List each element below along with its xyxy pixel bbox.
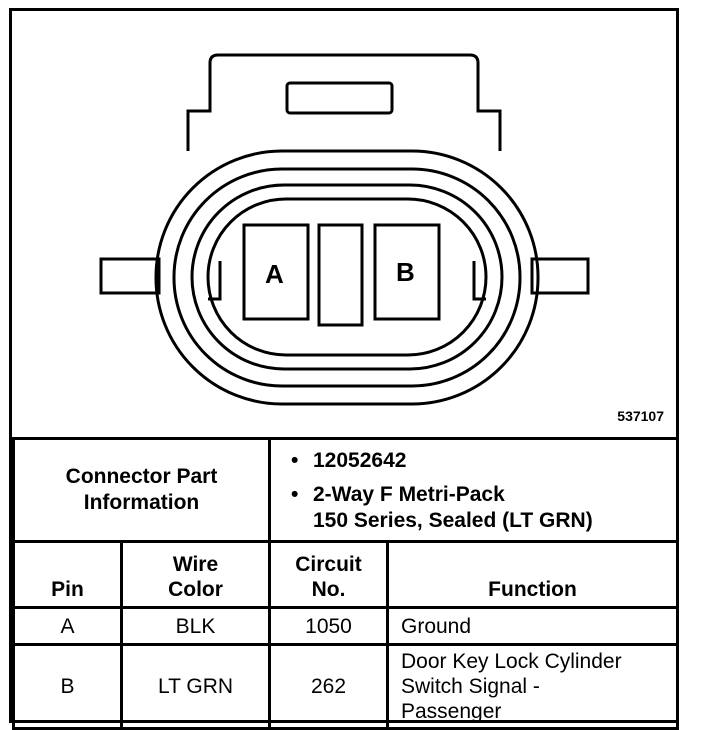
tab-slot — [285, 81, 394, 115]
connector-drawing: A B 537107 — [12, 11, 676, 437]
row-a-pin: A — [12, 606, 123, 646]
table-row: B LT GRN 262 Door Key Lock Cylinder Swit… — [12, 643, 679, 730]
header-pin-text: Pin — [51, 578, 84, 601]
left-latch — [208, 261, 222, 301]
part-info-label-line2: Information — [83, 491, 200, 514]
connector-pinout-table: Connector Part Information • 12052642 • … — [12, 437, 679, 730]
connector-face-view: A B — [99, 53, 590, 406]
part-info-row: Connector Part Information • 12052642 • … — [12, 437, 679, 543]
part-description-item: • 2-Way F Metri-Pack 150 Series, Sealed … — [291, 482, 676, 534]
part-description-line2: 150 Series, Sealed (LT GRN) — [313, 509, 593, 532]
table-row: A BLK 1050 Ground — [12, 606, 679, 646]
row-a-wire-color: BLK — [120, 606, 271, 646]
part-description-line1: 2-Way F Metri-Pack — [313, 483, 505, 506]
pin-label-a: A — [265, 259, 284, 289]
center-key — [317, 223, 364, 327]
housing-inner — [206, 197, 488, 357]
bullet-icon: • — [291, 449, 299, 472]
header-wire-color-line2: Color — [168, 578, 223, 601]
housing-ring-2 — [172, 167, 522, 388]
row-b-function-line1: Door Key Lock Cylinder — [401, 650, 622, 673]
part-info-label-line1: Connector Part — [65, 465, 218, 488]
header-function-text: Function — [488, 578, 577, 601]
header-row: Pin Wire Color Circuit No. Function — [12, 540, 679, 609]
connector-sheet: A B 537107 Connector Part Information • … — [9, 8, 679, 730]
housing-outer — [154, 149, 540, 406]
row-a-function-line1: Ground — [401, 614, 472, 638]
header-circuit-line2: No. — [311, 578, 346, 601]
left-ear — [99, 257, 161, 295]
row-b-function-line3: Passenger — [401, 700, 502, 723]
header-circuit: Circuit No. — [268, 540, 389, 609]
part-info-label: Connector Part Information — [12, 437, 271, 543]
header-function: Function — [386, 540, 679, 609]
row-a-function: Ground — [386, 606, 679, 646]
part-number-item: • 12052642 — [291, 448, 676, 474]
row-b-pin: B — [12, 643, 123, 730]
row-b-wire-color: LT GRN — [120, 643, 271, 730]
right-latch — [472, 261, 486, 301]
header-circuit-line1: Circuit — [295, 553, 362, 576]
locking-tab — [186, 53, 502, 151]
right-ear — [530, 257, 590, 295]
row-a-circuit: 1050 — [268, 606, 389, 646]
pin-label-b: B — [396, 257, 415, 287]
figure-number: 537107 — [617, 408, 664, 424]
header-wire-color: Wire Color — [120, 540, 271, 609]
housing-ring-3 — [190, 183, 504, 371]
row-b-function-line2: Switch Signal - — [401, 675, 540, 698]
header-wire-color-line1: Wire — [172, 553, 219, 576]
part-number: 12052642 — [313, 449, 407, 472]
bullet-icon: • — [291, 483, 299, 506]
pin-cavity-a — [242, 223, 310, 321]
row-b-circuit: 262 — [268, 643, 389, 730]
row-b-function: Door Key Lock Cylinder Switch Signal - P… — [386, 643, 679, 730]
header-pin: Pin — [12, 540, 123, 609]
part-info-details: • 12052642 • 2-Way F Metri-Pack 150 Seri… — [268, 437, 679, 543]
pin-cavity-b — [373, 223, 441, 321]
